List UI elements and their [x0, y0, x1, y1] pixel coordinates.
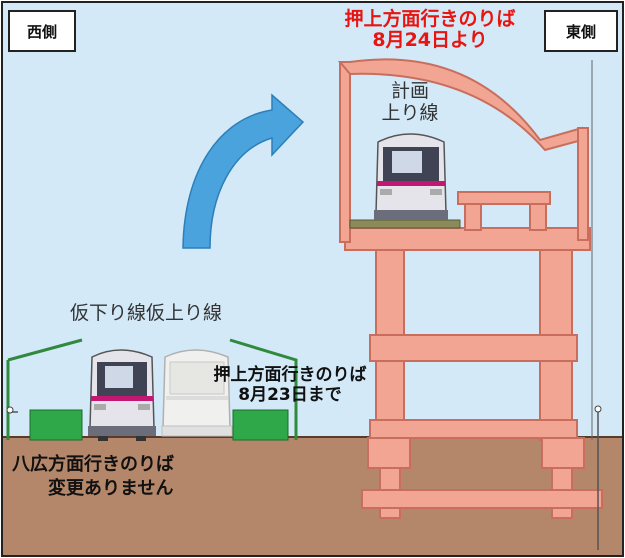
platform-left — [29, 409, 83, 441]
ghost-train-icon — [161, 349, 233, 437]
upper-train-icon — [374, 133, 448, 220]
new-platform-title-line1: 押上方面行きのりば — [344, 8, 516, 30]
train-icon — [88, 349, 156, 441]
planned-label-line2: 上り線 — [381, 102, 439, 124]
hachiko-line1: 八広方面行きのりば — [12, 454, 174, 475]
new-platform-title: 押上方面行きのりば 8月24日より — [320, 9, 540, 51]
west-side-label: 西側 — [8, 10, 76, 52]
hachiko-line2: 変更ありません — [48, 478, 174, 499]
platform-right — [232, 409, 289, 441]
elevated-structure — [337, 58, 603, 519]
east-side-label: 東側 — [544, 10, 618, 52]
hachiko-platform-label: 八広方面行きのりば 変更ありません — [12, 453, 222, 501]
new-platform-title-line2: 8月24日より — [372, 29, 488, 51]
old-platform-label: 押上方面行きのりば 8月23日まで — [190, 365, 390, 405]
old-platform-line2: 8月23日まで — [238, 385, 342, 405]
temporary-lines-label: 仮下り線仮上り線 — [70, 302, 223, 324]
old-platform-line1: 押上方面行きのりば — [213, 365, 367, 385]
planned-up-line-label: 計画 上り線 — [370, 80, 450, 124]
temporary-platform — [6, 338, 298, 441]
planned-label-line1: 計画 — [390, 80, 429, 102]
curved-arrow-icon — [182, 93, 305, 249]
